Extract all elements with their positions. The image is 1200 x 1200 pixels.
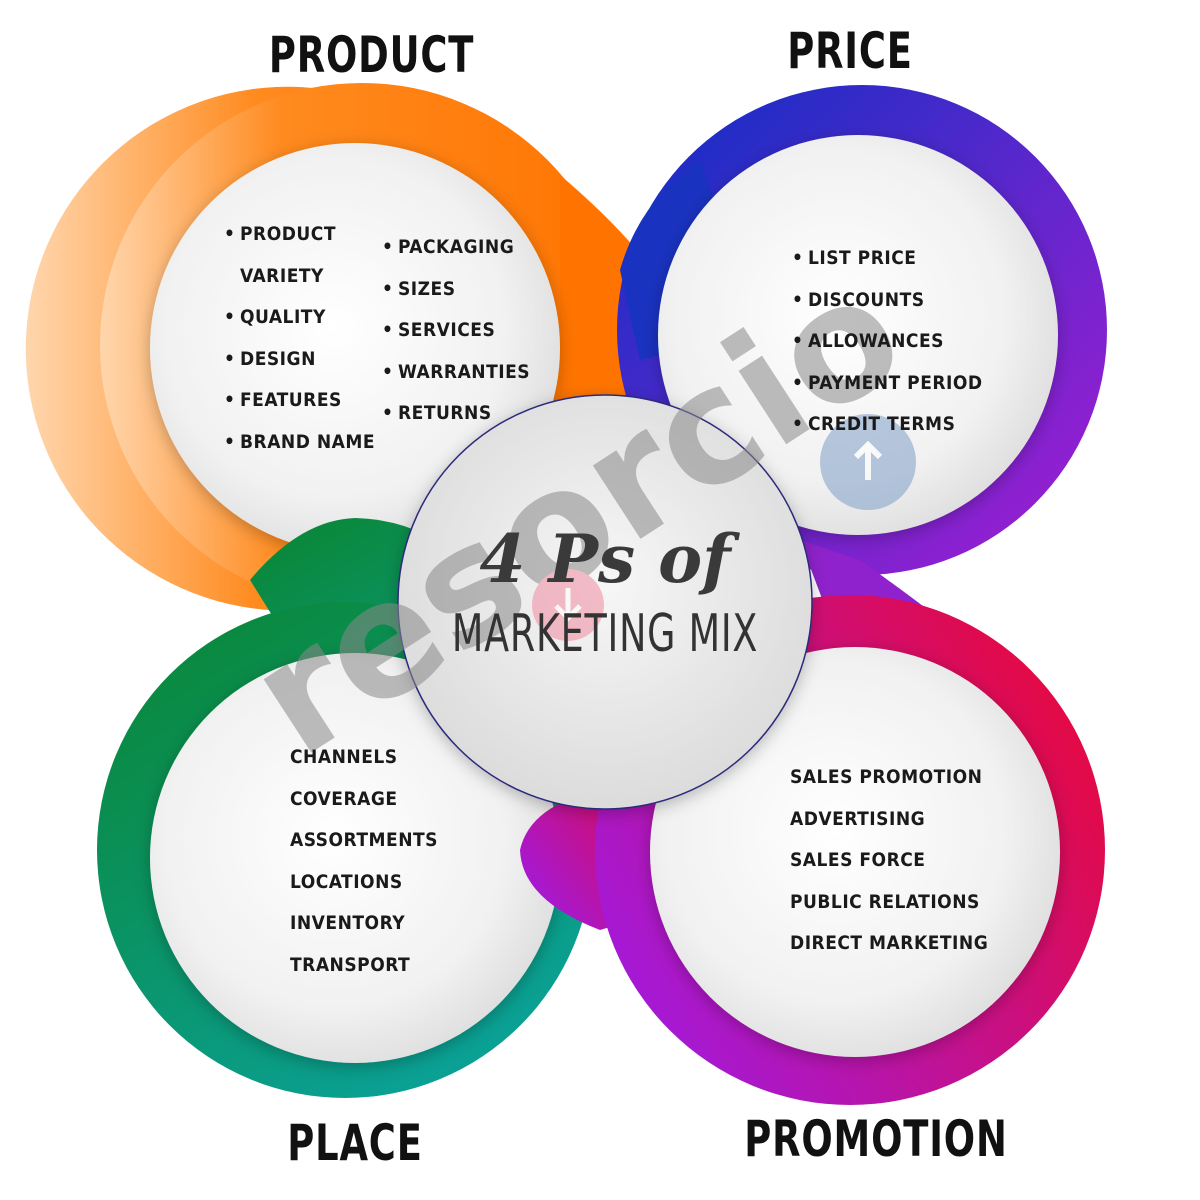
list-item: SALES FORCE <box>790 849 926 871</box>
list-item: TRANSPORT <box>290 953 411 976</box>
list-item: ALLOWANCES <box>792 321 983 363</box>
list-item: DESIGN <box>224 339 375 381</box>
title-product: PRODUCT <box>268 26 475 84</box>
list-item: QUALITY <box>224 297 375 339</box>
list-item: SALES PROMOTION <box>790 766 983 788</box>
center-circle <box>397 394 813 810</box>
list-item: WARRANTIES <box>382 352 530 394</box>
list-item: RETURNS <box>382 393 530 435</box>
list-item: LIST PRICE <box>792 238 983 280</box>
place-list: CHANNELS COVERAGE ASSORTMENTS LOCATIONS … <box>290 737 438 986</box>
promotion-inner-circle <box>650 647 1060 1057</box>
list-item: BRAND NAME <box>224 422 375 464</box>
price-list: LIST PRICE DISCOUNTS ALLOWANCES PAYMENT … <box>792 238 983 446</box>
list-item: COVERAGE <box>290 787 398 810</box>
promotion-list: SALES PROMOTION ADVERTISING SALES FORCE … <box>790 757 988 965</box>
list-item: CHANNELS <box>290 746 398 768</box>
list-item: DIRECT MARKETING <box>790 932 989 954</box>
list-item: PACKAGING <box>382 227 530 269</box>
product-list-2: PACKAGING SIZES SERVICES WARRANTIES RETU… <box>382 227 530 435</box>
list-item: INVENTORY <box>290 912 406 934</box>
list-item: PUBLIC RELATIONS <box>790 890 980 913</box>
list-item: SERVICES <box>382 310 530 352</box>
list-item: ADVERTISING <box>790 807 926 830</box>
list-item: FEATURES <box>224 380 375 422</box>
title-price: PRICE <box>787 22 913 80</box>
center-title: 4 Ps of <box>479 520 731 598</box>
list-item: LOCATIONS <box>290 870 403 893</box>
title-promotion: PROMOTION <box>744 1110 1008 1168</box>
list-item: ASSORTMENTS <box>290 829 438 851</box>
list-item: PAYMENT PERIOD <box>792 363 983 405</box>
title-place: PLACE <box>287 1114 423 1172</box>
place-inner-circle <box>150 653 560 1063</box>
center-subtitle: MARKETING MIX <box>451 604 759 664</box>
list-item: SIZES <box>382 269 530 311</box>
list-item: CREDIT TERMS <box>792 404 983 446</box>
list-item: DISCOUNTS <box>792 280 983 322</box>
